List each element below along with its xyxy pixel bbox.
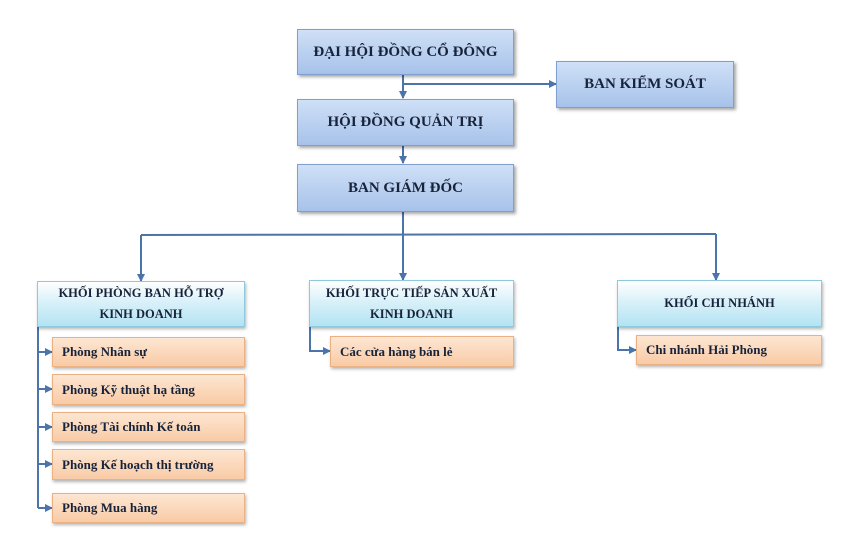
branch-block-box: KHỐI CHI NHÁNH <box>617 280 822 327</box>
shareholders-label: ĐẠI HỘI ĐỒNG CỔ ĐÔNG <box>313 43 498 60</box>
board-box: HỘI ĐỒNG QUẢN TRỊ <box>297 99 514 146</box>
dept-label: Phòng Nhân sự <box>62 344 148 359</box>
line-distribution <box>140 233 717 236</box>
support-block-box: KHỐI PHÒNG BAN HỖ TRỢ KINH DOANH <box>37 281 245 327</box>
dept-label: Phòng Mua hàng <box>62 500 158 515</box>
support-block-title: KHỐI PHÒNG BAN HỖ TRỢ KINH DOANH <box>58 286 224 321</box>
dept-box: Các cửa hàng bán lẻ <box>330 336 514 367</box>
dept-box: Phòng Mua hàng <box>52 493 245 523</box>
dept-label: Phòng Kế hoạch thị trường <box>62 456 214 472</box>
dept-box: Phòng Tài chính Kế toán <box>52 412 245 442</box>
directors-box: BAN GIÁM ĐỐC <box>297 164 514 212</box>
shareholders-box: ĐẠI HỘI ĐỒNG CỔ ĐÔNG <box>297 29 514 75</box>
dept-box: Chi nhánh Hải Phòng <box>636 335 822 365</box>
dept-label: Chi nhánh Hải Phòng <box>646 342 768 357</box>
dept-label: Phòng Kỹ thuật hạ tầng <box>62 381 195 397</box>
directors-label: BAN GIÁM ĐỐC <box>348 179 463 196</box>
branch-block-title: KHỐI CHI NHÁNH <box>664 296 775 310</box>
line-dept-retail <box>309 327 331 355</box>
dept-box: Phòng Nhân sự <box>52 337 245 367</box>
production-block-box: KHỐI TRỰC TIẾP SẢN XUẤT KINH DOANH <box>309 280 514 327</box>
dept-label: Phòng Tài chính Kế toán <box>62 419 201 434</box>
dept-box: Phòng Kỹ thuật hạ tầng <box>52 374 245 405</box>
dept-label: Các cửa hàng bán lẻ <box>340 343 453 359</box>
board-label: HỘI ĐỒNG QUẢN TRỊ <box>327 114 484 130</box>
line-dept-haiphong <box>617 327 637 354</box>
production-block-title: KHỐI TRỰC TIẾP SẢN XUẤT KINH DOANH <box>325 285 498 321</box>
dept-box: Phòng Kế hoạch thị trường <box>52 449 245 480</box>
supervisory-box: BAN KIỂM SOÁT <box>556 61 734 108</box>
supervisory-label: BAN KIỂM SOÁT <box>584 76 706 92</box>
